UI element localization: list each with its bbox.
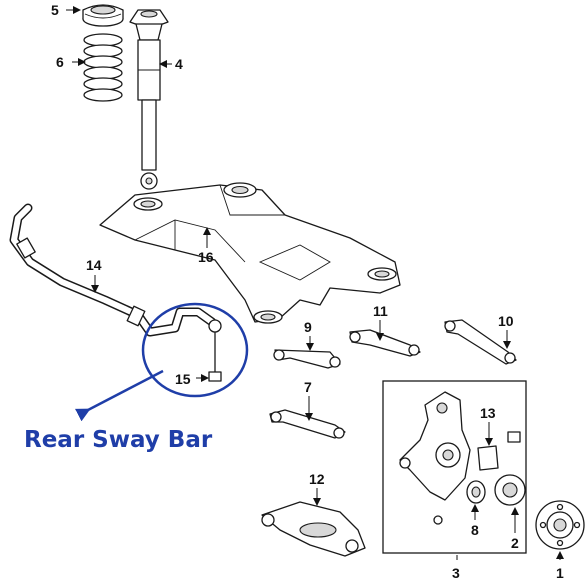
part-number-1: 1 <box>556 565 564 581</box>
part-number-14: 14 <box>86 257 102 273</box>
shock-absorber-part <box>129 9 169 190</box>
knuckle-assembly-box <box>382 380 527 554</box>
link-11-part <box>349 329 421 357</box>
callout-arrow <box>75 369 164 422</box>
part-number-6: 6 <box>56 54 64 70</box>
part-number-10: 10 <box>498 313 514 329</box>
lower-control-arm-part <box>261 501 366 557</box>
part-number-4: 4 <box>175 56 183 72</box>
leader-lines <box>66 6 564 560</box>
part-number-12: 12 <box>309 471 325 487</box>
part-number-11: 11 <box>373 303 388 319</box>
part-number-8: 8 <box>471 522 479 538</box>
link-7-part <box>269 409 346 439</box>
wheel-hub-part <box>535 500 585 550</box>
part-number-7: 7 <box>304 379 312 395</box>
link-9-part <box>273 349 341 369</box>
sway-bar-link-part <box>208 319 222 382</box>
part-number-15: 15 <box>175 371 191 387</box>
part-number-5: 5 <box>51 2 59 18</box>
part-number-13: 13 <box>480 405 496 421</box>
coil-spring-part <box>83 33 123 102</box>
top-mount-part <box>82 4 124 27</box>
part-number-2: 2 <box>511 535 519 551</box>
part-number-16: 16 <box>198 249 214 265</box>
highlight-circle <box>141 302 249 398</box>
sway-bar-part <box>9 203 217 337</box>
part-number-9: 9 <box>304 319 312 335</box>
link-10-part <box>444 319 517 365</box>
part-number-3: 3 <box>452 565 460 581</box>
subframe-part <box>99 182 401 324</box>
rear-sway-bar-callout: Rear Sway Bar <box>24 427 213 453</box>
